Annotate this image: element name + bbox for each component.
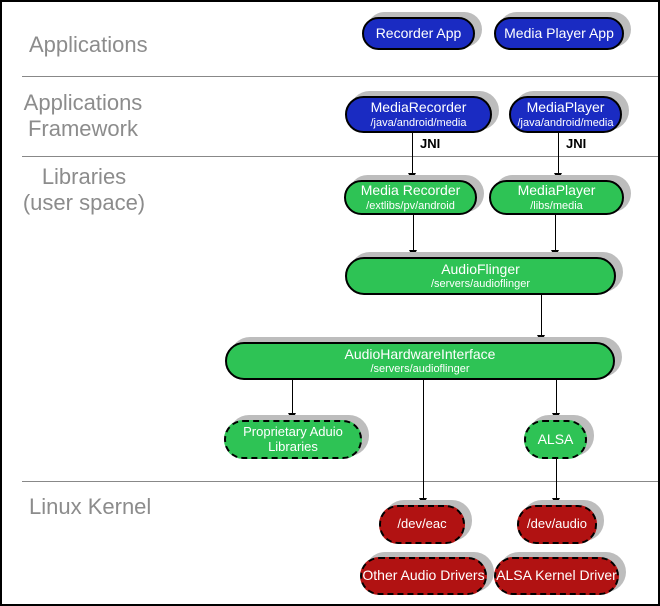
node-path: /java/android/media — [517, 116, 614, 129]
node-title: Recorder App — [375, 24, 462, 41]
layer-label-line: Applications — [23, 90, 143, 115]
node-other-audio-drivers: Other Audio Drivers — [360, 557, 487, 595]
node-audio-hardware-interface: AudioHardwareInterface /servers/audiofli… — [225, 342, 615, 380]
arrow-mediaplayer-to-lib — [554, 133, 562, 180]
node-path: /servers/audioflinger — [370, 363, 470, 376]
node-path: /servers/audioflinger — [430, 278, 531, 291]
node-mediaplayer-lib: MediaPlayer /libs/media — [489, 180, 624, 215]
layer-divider-applications — [22, 76, 658, 77]
arrow-playerlib-to-audioflinger — [551, 215, 559, 257]
node-mediaplayer-framework: MediaPlayer /java/android/media — [509, 96, 622, 133]
layer-label-applications: Applications — [29, 32, 148, 57]
node-media-player-app: Media Player App — [494, 17, 624, 50]
node-media-recorder-lib: Media Recorder /extlibs/pv/android — [344, 180, 477, 215]
node-title: /dev/eac — [397, 516, 447, 532]
arrow-audioflinger-to-ahi — [537, 295, 545, 342]
node-path: /libs/media — [530, 199, 583, 212]
node-recorder-app: Recorder App — [362, 17, 475, 50]
layer-divider-framework — [22, 156, 658, 157]
node-title: Libraries — [268, 438, 318, 454]
arrow-ahi-to-proprietary — [288, 380, 296, 420]
node-title: AudioFlinger — [441, 260, 520, 277]
node-title: /dev/audio — [527, 516, 587, 532]
layer-label-libraries: Libraries(user space) — [20, 164, 148, 216]
node-dev-audio: /dev/audio — [517, 505, 597, 544]
node-title: ALSA Kernel Driver — [496, 567, 617, 584]
node-mediarecorder-framework: MediaRecorder /java/android/media — [345, 96, 492, 133]
node-audioflinger: AudioFlinger /servers/audioflinger — [345, 257, 616, 295]
jni-label-left: JNI — [420, 136, 441, 151]
node-title: Other Audio Drivers — [362, 567, 485, 584]
node-dev-eac: /dev/eac — [379, 505, 465, 544]
layer-label-line: Libraries — [41, 164, 127, 189]
node-title: MediaRecorder — [370, 99, 467, 116]
node-title: Proprietary Aduio — [243, 424, 343, 440]
layer-label-linux-kernel: Linux Kernel — [29, 494, 152, 519]
node-proprietary-audio-libraries: Proprietary Aduio Libraries — [224, 420, 362, 459]
arrow-ahi-to-dev-eac — [419, 380, 427, 505]
node-title: Media Recorder — [360, 182, 461, 199]
node-alsa: ALSA — [524, 420, 587, 459]
arrow-alsa-to-dev-audio — [552, 459, 560, 505]
layer-label-line: (user space) — [22, 190, 146, 215]
arrow-ahi-to-alsa — [552, 380, 560, 420]
arrow-recorderlib-to-audioflinger — [409, 215, 417, 257]
node-path: /extlibs/pv/android — [366, 199, 455, 212]
arrow-mediarecorder-to-lib — [408, 133, 416, 180]
node-title: Media Player App — [504, 24, 614, 41]
node-title: ALSA — [537, 430, 574, 447]
jni-label-right: JNI — [566, 136, 587, 151]
layer-divider-kernel — [22, 481, 658, 482]
node-title: MediaPlayer — [517, 182, 596, 199]
node-alsa-kernel-driver: ALSA Kernel Driver — [494, 557, 619, 595]
node-path: /java/android/media — [370, 116, 467, 129]
layer-label-line: Framework — [27, 116, 138, 141]
node-title: AudioHardwareInterface — [344, 345, 496, 362]
node-title: MediaPlayer — [526, 99, 605, 116]
